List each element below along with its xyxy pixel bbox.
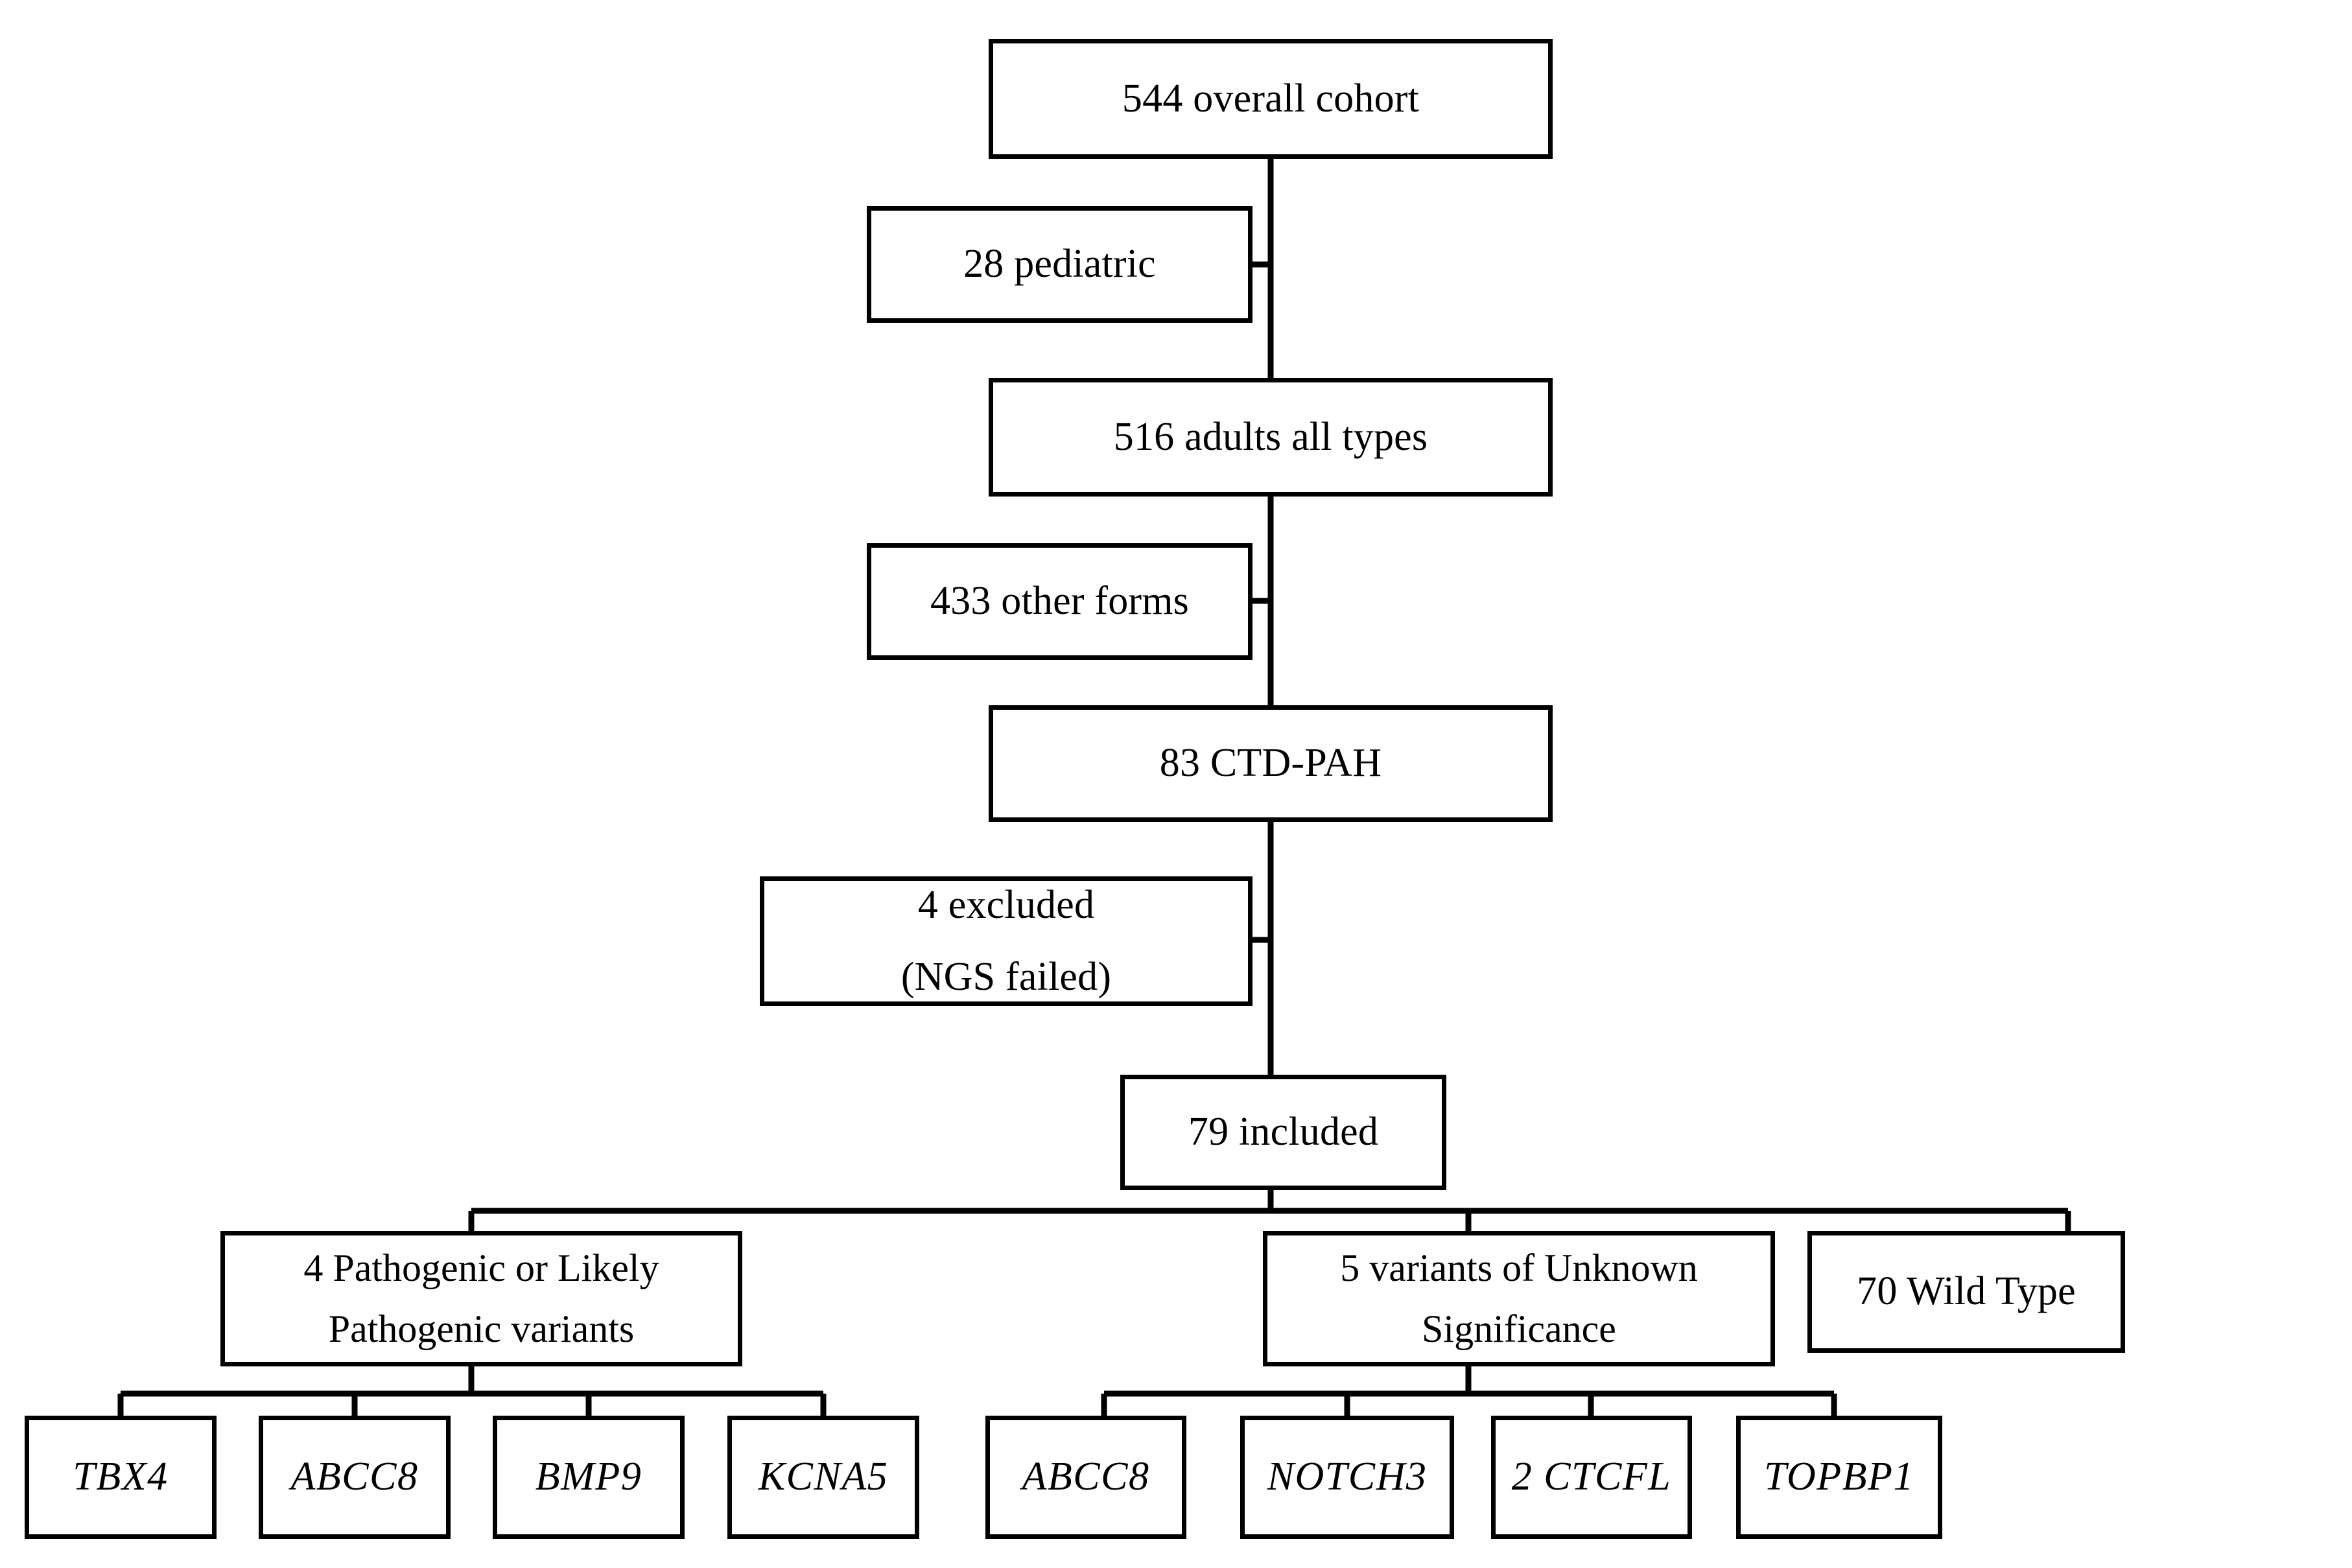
node-vus-line1: 5 variants of Unknown [1340, 1246, 1698, 1290]
node-vus[interactable]: 5 variants of Unknown Significance [1263, 1231, 1775, 1366]
gene-box-vus-2[interactable]: 2 CTCFL [1491, 1416, 1692, 1539]
node-excluded-label-line1: 4 excluded [917, 882, 1095, 927]
node-adults-all-types-label: 516 adults all types [1113, 414, 1428, 459]
node-excluded[interactable]: 4 excluded (NGS failed) [760, 876, 1252, 1006]
gene-box-vus-3[interactable]: TOPBP1 [1736, 1416, 1942, 1539]
gene-box-vus-0[interactable]: ABCC8 [985, 1416, 1186, 1539]
gene-box-pathogenic-1[interactable]: ABCC8 [259, 1416, 451, 1539]
node-pediatric[interactable]: 28 pediatric [867, 206, 1252, 323]
gene-label: BMP9 [535, 1455, 642, 1499]
node-pathogenic-variants-line2: Pathogenic variants [328, 1307, 635, 1350]
node-pathogenic-variants[interactable]: 4 Pathogenic or Likely Pathogenic varian… [220, 1231, 742, 1366]
node-wild-type-label: 70 Wild Type [1857, 1269, 2076, 1314]
node-excluded-label-line2: (NGS failed) [900, 955, 1112, 999]
node-ctd-pah[interactable]: 83 CTD-PAH [989, 705, 1553, 822]
gene-box-vus-1[interactable]: NOTCH3 [1240, 1416, 1454, 1539]
gene-label: KCNA5 [758, 1455, 889, 1499]
gene-box-pathogenic-3[interactable]: KCNA5 [727, 1416, 919, 1539]
node-pediatric-label: 28 pediatric [963, 242, 1156, 287]
gene-label: TOPBP1 [1764, 1455, 1914, 1499]
node-adults-all-types[interactable]: 516 adults all types [989, 378, 1553, 497]
gene-label: NOTCH3 [1267, 1455, 1428, 1499]
node-overall-cohort[interactable]: 544 overall cohort [989, 39, 1553, 159]
node-pathogenic-variants-line1: 4 Pathogenic or Likely [303, 1246, 659, 1290]
gene-box-pathogenic-2[interactable]: BMP9 [493, 1416, 685, 1539]
gene-label: 2 CTCFL [1511, 1455, 1672, 1499]
gene-label: ABCC8 [290, 1455, 419, 1499]
gene-box-pathogenic-0[interactable]: TBX4 [25, 1416, 217, 1539]
node-ctd-pah-label: 83 CTD-PAH [1159, 741, 1382, 786]
node-overall-cohort-label: 544 overall cohort [1122, 76, 1420, 121]
gene-label: ABCC8 [1022, 1455, 1150, 1499]
node-other-forms-label: 433 other forms [930, 579, 1190, 624]
gene-label: TBX4 [73, 1455, 169, 1499]
node-wild-type[interactable]: 70 Wild Type [1807, 1231, 2125, 1353]
node-included[interactable]: 79 included [1120, 1075, 1446, 1190]
node-vus-line2: Significance [1422, 1307, 1616, 1350]
node-included-label: 79 included [1188, 1110, 1379, 1154]
node-other-forms[interactable]: 433 other forms [867, 543, 1252, 660]
